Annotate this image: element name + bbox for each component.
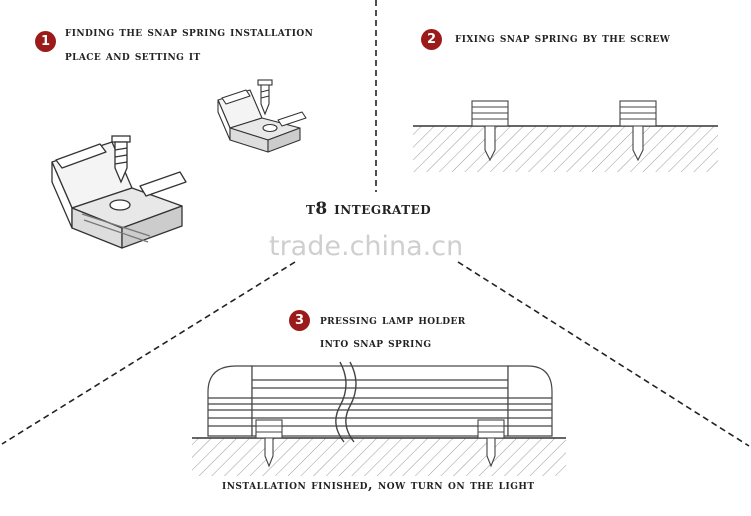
lamp-housing — [251, 365, 509, 437]
diagram-title: T8 INTEGRATED — [306, 199, 432, 219]
step-3-line-2: INTO SNAP SPRING — [320, 335, 432, 350]
snap-spring-small — [217, 89, 307, 153]
snap-spring-fixed-right — [619, 100, 657, 162]
snap-spring-mounted-left — [255, 419, 283, 468]
step-2-line-1: FIXING SNAP SPRING BY THE SCREW — [455, 30, 671, 45]
footer-caption: INSTALLATION FINISHED, NOW TURN ON THE L… — [222, 478, 535, 493]
step-1-line-1: FINDING THE SNAP SPRING INSTALLATION — [65, 24, 314, 39]
ceiling-surface-top — [413, 125, 718, 172]
section-dividers — [1, 0, 750, 447]
snap-spring-fixed-left — [471, 100, 509, 162]
lamp-body — [207, 361, 553, 443]
step-3-line-1: PRESSING LAMP HOLDER — [320, 312, 466, 327]
ceiling-surface-bottom — [192, 437, 566, 476]
screw-small — [257, 79, 273, 116]
step-badge-3: 3 — [289, 310, 310, 331]
step-1-line-2: PLACE AND SETTING IT — [65, 48, 201, 63]
screw-large — [111, 135, 131, 184]
watermark-text: trade.china.cn — [269, 231, 464, 262]
step-badge-1: 1 — [35, 31, 56, 52]
left-diagonal-divider — [1, 261, 296, 445]
step-badge-2: 2 — [421, 29, 442, 50]
right-diagonal-divider — [457, 261, 750, 447]
snap-spring-large — [51, 141, 187, 249]
snap-spring-mounted-right — [477, 419, 505, 468]
